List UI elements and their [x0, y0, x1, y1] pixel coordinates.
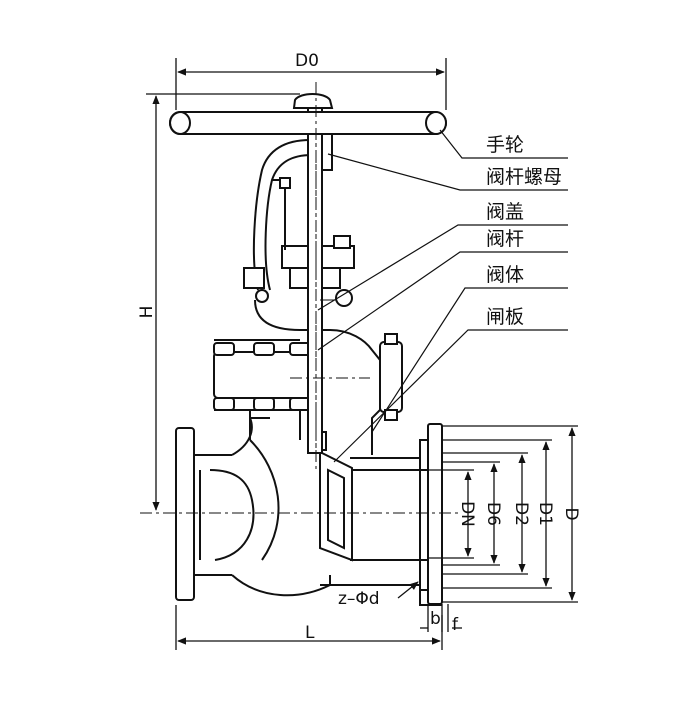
handwheel	[169, 93, 447, 135]
valve-body	[175, 410, 443, 606]
center-lines	[140, 82, 460, 514]
right-flange	[427, 423, 443, 605]
dim-label-d0: D0	[295, 51, 319, 71]
label-gate: 闸板	[486, 306, 524, 328]
dim-label-b: b	[430, 609, 441, 629]
body-inner-curve	[249, 417, 280, 561]
dim-label-l: L	[305, 623, 315, 643]
label-bonnet: 阀盖	[486, 201, 524, 223]
yoke	[243, 139, 322, 291]
dim-label-d2: D2	[511, 502, 531, 526]
label-body: 阀体	[486, 264, 524, 286]
dim-label-d: D	[561, 507, 581, 520]
label-stem: 阀杆	[486, 228, 524, 250]
dim-label-d1: D1	[535, 502, 555, 526]
bonnet-bolts	[213, 342, 311, 411]
bonnet	[213, 235, 403, 455]
dimension-lines	[146, 58, 578, 650]
callout-leaders	[317, 129, 568, 463]
dim-label-bolt-holes: z–Φd	[338, 589, 380, 609]
bonnet-flange	[213, 351, 315, 399]
dim-label-h: H	[137, 306, 157, 319]
dim-label-d6: D6	[483, 502, 503, 526]
dim-label-f: f	[452, 615, 459, 635]
dim-label-dn: DN	[457, 501, 477, 527]
label-handwheel: 手轮	[486, 134, 524, 156]
label-stem-nut: 阀杆螺母	[486, 166, 562, 188]
left-flange	[175, 427, 195, 601]
valve-stem	[307, 107, 336, 454]
